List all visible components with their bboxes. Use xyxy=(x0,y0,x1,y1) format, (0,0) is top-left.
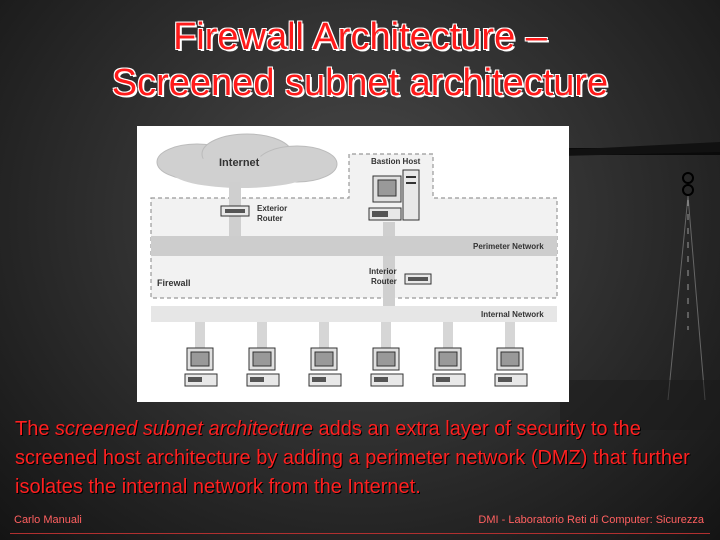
bastion-host: Bastion Host xyxy=(368,157,421,221)
workstation xyxy=(308,322,342,387)
workstation xyxy=(246,322,280,387)
internal-network-bar xyxy=(151,306,557,322)
description-italic: screened subnet architecture xyxy=(55,418,313,440)
exterior-router-label-1: Exterior xyxy=(257,204,287,213)
slide-title: Firewall Architecture – Screened subnet … xyxy=(0,14,720,106)
interior-router-label-2: Router xyxy=(371,277,397,286)
footer-author: Carlo Manuali xyxy=(14,514,82,526)
title-line-2: Screened subnet architecture xyxy=(111,62,609,104)
interior-router-label-1: Interior xyxy=(369,267,397,276)
internal-network-label: Internal Network xyxy=(481,310,544,319)
firewall-boundary xyxy=(150,153,558,299)
internet-cloud: Internet xyxy=(156,133,338,188)
internal-hosts xyxy=(184,322,528,387)
network-diagram: Internet Perimeter Network Exterior Rout… xyxy=(137,126,569,402)
workstation xyxy=(370,322,404,387)
firewall-label: Firewall xyxy=(157,278,191,288)
title-line-1: Firewall Architecture – xyxy=(173,16,547,58)
interior-router: Interior Router xyxy=(369,267,432,286)
description-part1: The xyxy=(15,418,56,440)
footer-course: DMI - Laboratorio Reti di Computer: Sicu… xyxy=(478,514,704,526)
exterior-router-label-2: Router xyxy=(257,214,283,223)
description-part2: adds an extra layer of security to the s… xyxy=(15,418,690,498)
perimeter-network-bar xyxy=(151,236,557,256)
perimeter-network-label: Perimeter Network xyxy=(473,242,544,251)
exterior-router: Exterior Router xyxy=(220,204,287,223)
workstation xyxy=(494,322,528,387)
footer: Carlo Manuali DMI - Laboratorio Reti di … xyxy=(14,514,704,530)
workstation xyxy=(184,322,218,387)
description-text: The screened subnet architecture adds an… xyxy=(15,415,710,502)
bastion-host-label: Bastion Host xyxy=(371,157,421,166)
internet-label: Internet xyxy=(219,157,260,169)
footer-divider xyxy=(10,533,710,534)
workstation xyxy=(432,322,466,387)
